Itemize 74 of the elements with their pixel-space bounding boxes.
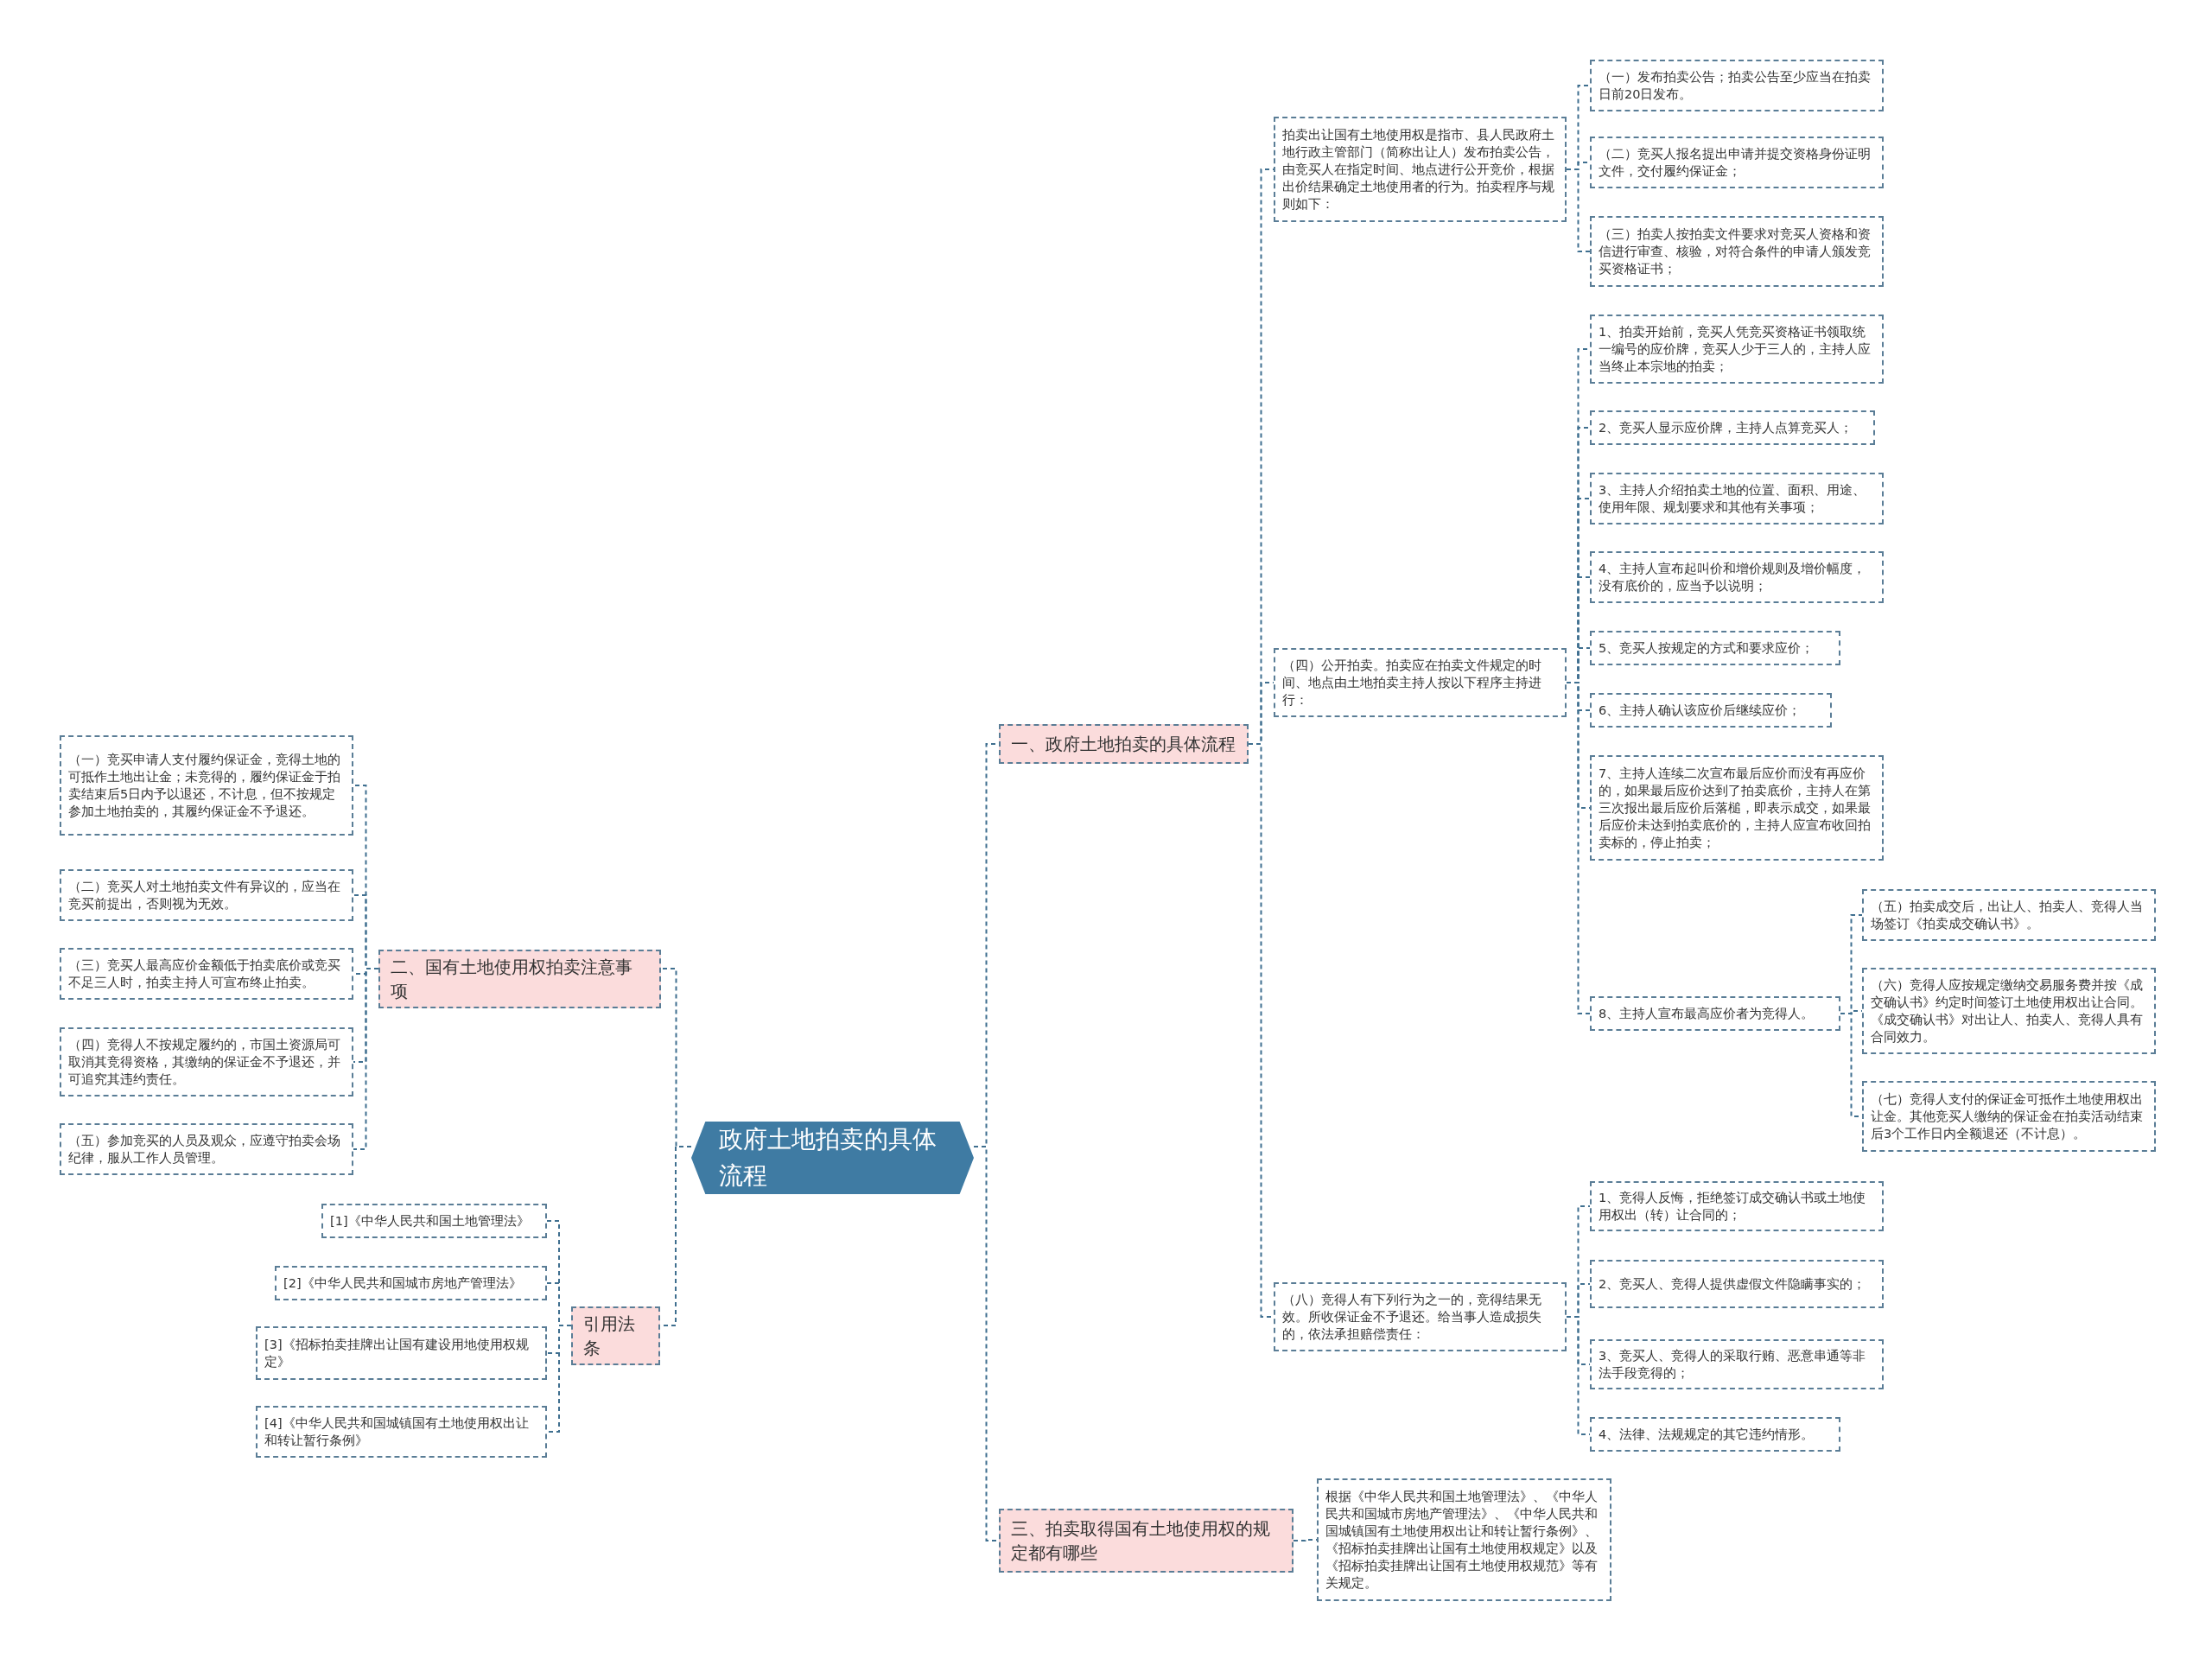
note-box xyxy=(1590,693,1832,728)
note-text: （二）竞买人对土地拍卖文件有异议的，应当在竞买前提出，否则视为无效。 xyxy=(68,879,341,912)
note-box xyxy=(60,735,353,836)
note-text: 4、法律、法规规定的其它违约情形。 xyxy=(1599,1427,1815,1443)
note-text: （一）发布拍卖公告；拍卖公告至少应当在拍卖日前20日发布。 xyxy=(1599,69,1872,103)
note-text: [3]《招标拍卖挂牌出让国有建设用地使用权规定》 xyxy=(264,1337,530,1370)
note-text: （七）竞得人支付的保证金可抵作土地使用权出让金。其他竞买人缴纳的保证金在拍卖活动结束后3个工作日内全额退还（不计息）。 xyxy=(1871,1091,2144,1142)
note-box xyxy=(1590,551,1884,603)
topic-text: 三、拍卖取得国有土地使用权的规定都有哪些 xyxy=(1011,1517,1271,1565)
note-text: （五）拍卖成交后，出让人、拍卖人、竞得人当场签订《拍卖成交确认书》。 xyxy=(1871,899,2144,932)
note-box xyxy=(1590,996,1840,1031)
note-box xyxy=(1590,1417,1840,1452)
note-text: 5、竞买人按规定的方式和要求应价； xyxy=(1599,640,1815,657)
note-text: 7、主持人连续二次宣布最后应价而没有再应价的，如果最后应价达到了拍卖底价，主持人在第三次报出最后应价后落槌，即表示成交，如果最后应价未达到拍卖底价的，主持人应宣布收回拍卖标的，停止拍卖； xyxy=(1599,766,1872,851)
note-box xyxy=(1590,60,1884,111)
note-box xyxy=(1862,968,2156,1054)
connector-line xyxy=(1566,168,1591,252)
branch-topic xyxy=(571,1306,660,1365)
note-box xyxy=(1590,631,1840,665)
note-text: （三）拍卖人按拍卖文件要求对竞买人资格和资信进行审查、核验，对符合条件的申请人颁发竞买资格证书； xyxy=(1599,226,1872,277)
note-box xyxy=(1274,117,1567,222)
note-text: 1、拍卖开始前，竞买人凭竞买资格证书领取统一编号的应价牌，竞买人少于三人的，主持人应当终止本宗地的拍卖； xyxy=(1599,324,1872,375)
topic-text: 一、政府土地拍卖的具体流程 xyxy=(1011,733,1236,756)
note-box xyxy=(60,1123,353,1175)
note-text: （四）公开拍卖。拍卖应在拍卖文件规定的时间、地点由土地拍卖主持人按以下程序主持进行： xyxy=(1282,658,1542,709)
note-box xyxy=(1862,889,2156,941)
note-box xyxy=(1274,648,1567,717)
connector-line xyxy=(546,1325,572,1433)
note-box xyxy=(1590,755,1884,861)
note-text: （六）竞得人应按规定缴纳交易服务费并按《成交确认书》约定时间签订土地使用权出让合同。《成交确认书》对出让人、拍卖人、竞得人具有合同效力。 xyxy=(1871,977,2144,1046)
note-box xyxy=(60,869,353,921)
note-text: [2]《中华人民共和国城市房地产管理法》 xyxy=(283,1275,523,1292)
note-text: （三）竞买人最高应价金额低于拍卖底价或竞买不足三人时，拍卖主持人可宣布终止拍卖。 xyxy=(68,957,341,991)
note-text: [4]《中华人民共和国城镇国有土地使用权出让和转让暂行条例》 xyxy=(264,1415,530,1449)
note-text: 4、主持人宣布起叫价和增价规则及增价幅度，没有底价的，应当予以说明； xyxy=(1599,561,1867,594)
note-text: [1]《中华人民共和国土地管理法》 xyxy=(330,1213,531,1230)
note-box xyxy=(1590,216,1884,287)
note-box xyxy=(1590,315,1884,384)
note-text: 8、主持人宣布最高应价者为竞得人。 xyxy=(1599,1006,1815,1022)
note-text: 6、主持人确认该应价后继续应价； xyxy=(1599,702,1802,719)
branch-topic xyxy=(999,1509,1294,1573)
note-text: 拍卖出让国有土地使用权是指市、县人民政府土地行政主管部门（简称出让人）发布拍卖公告，由竞买人在指定时间、地点进行公开竞价，根据出价结果确定土地使用者的行为。拍卖程序与规则如下： xyxy=(1282,127,1555,213)
note-box xyxy=(1862,1081,2156,1152)
note-text: （一）竞买申请人支付履约保证金，竞得土地的可抵作土地出让金；未竞得的，履约保证金于拍卖结束后5日内予以退还，不计息，但不按规定参加土地拍卖的，其履约保证金不予退还。 xyxy=(68,752,341,820)
note-box xyxy=(1590,137,1884,188)
note-text: 2、竞买人、竞得人提供虚假文件隐瞒事实的； xyxy=(1599,1276,1867,1293)
note-text: 2、竞买人显示应价牌，主持人点算竞买人； xyxy=(1599,420,1854,436)
note-box xyxy=(1590,1260,1884,1308)
branch-topic xyxy=(999,724,1249,764)
note-text: （二）竞买人报名提出申请并提交资格身份证明文件，交付履约保证金； xyxy=(1599,146,1872,180)
note-text: （八）竞得人有下列行为之一的，竞得结果无效。所收保证金不予退还。给当事人造成损失的，依法承担赔偿责任： xyxy=(1282,1292,1542,1343)
note-box xyxy=(1590,1339,1884,1389)
note-text: 3、主持人介绍拍卖土地的位置、面积、用途、使用年限、规划要求和其他有关事项； xyxy=(1599,482,1867,516)
note-text: 1、竞得人反悔，拒绝签订成交确认书或土地使用权出（转）让合同的； xyxy=(1599,1190,1867,1224)
note-box xyxy=(256,1406,547,1458)
note-text: 3、竞买人、竞得人的采取行贿、恶意串通等非法手段竞得的； xyxy=(1599,1348,1867,1382)
connector-line xyxy=(353,968,379,1150)
note-box xyxy=(1590,410,1875,445)
note-box xyxy=(1590,473,1884,524)
note-box xyxy=(60,948,353,1000)
note-box xyxy=(1274,1282,1567,1351)
topic-text: 政府土地拍卖的具体流程 xyxy=(719,1124,938,1192)
note-text: 根据《中华人民共和国土地管理法》、《中华人民共和国城市房地产管理法》、《中华人民共和国城镇国有土地使用权出让和转让暂行条例》、《招标拍卖挂牌出让国有土地使用权规定》以及《招标拍卖挂牌出让国有土地使用权规范》等有关规定。 xyxy=(1325,1489,1599,1592)
note-box xyxy=(1590,1181,1884,1231)
note-box xyxy=(60,1027,353,1096)
note-text: （四）竞得人不按规定履约的，市国土资源局可取消其竞得资格，其缴纳的保证金不予退还，并可追究其违约责任。 xyxy=(68,1037,341,1088)
note-box xyxy=(1317,1478,1611,1601)
note-box xyxy=(256,1326,547,1380)
topic-text: 二、国有土地使用权拍卖注意事项 xyxy=(391,956,633,1003)
topic-text: 引用法条 xyxy=(583,1313,636,1360)
note-text: （五）参加竞买的人员及观众，应遵守拍卖会场纪律，服从工作人员管理。 xyxy=(68,1133,341,1166)
branch-topic xyxy=(378,950,661,1008)
note-box xyxy=(321,1204,547,1238)
note-box xyxy=(275,1266,547,1300)
